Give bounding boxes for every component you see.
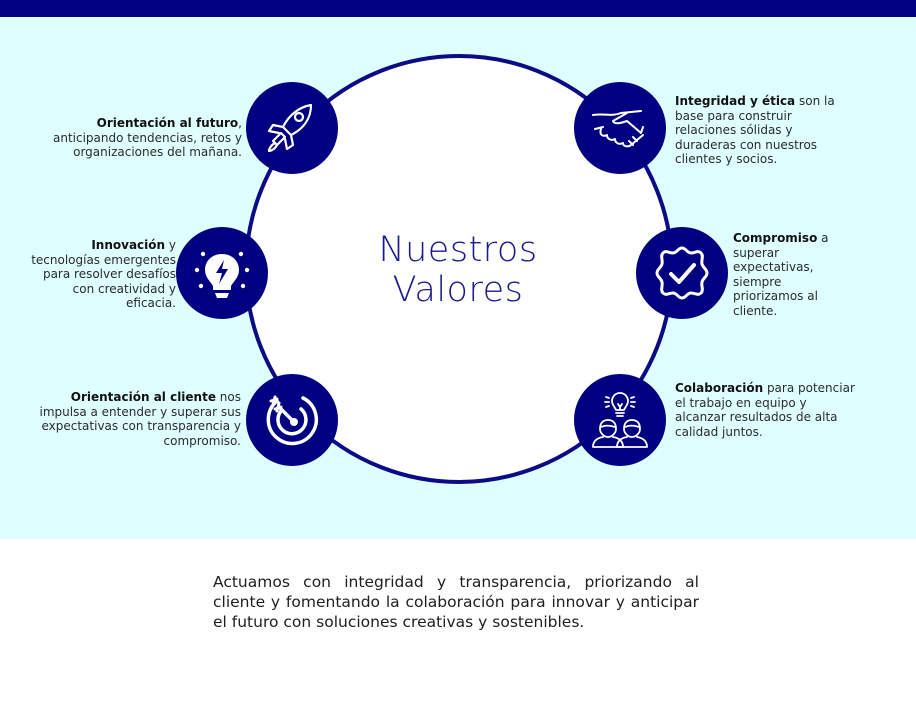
top-bar [0,0,916,17]
value-desc-future: Orientación al futuro, anticipando tende… [52,116,242,160]
badge-check-icon [655,246,709,300]
value-node-innovation [176,227,268,319]
value-desc-commitment: Compromiso a superar expectativas, siemp… [733,231,829,318]
value-desc-integrity: Integridad y ética son la base para cons… [675,94,835,167]
value-desc-collaboration: Colaboración para potenciar el trabajo e… [675,381,855,439]
value-node-future [246,82,338,174]
value-node-client [246,374,338,466]
rocket-icon [267,103,313,153]
value-node-commitment [636,227,728,319]
values-summary-text: Actuamos con integridad y transparencia,… [213,573,699,631]
value-node-integrity [574,82,666,174]
value-node-collaboration [574,374,666,466]
team-idea-icon [592,392,648,448]
value-desc-innovation: Innovación y tecnologías emergentes para… [31,238,176,311]
diagram-title: Nuestros Valores [378,230,538,310]
handshake-icon [592,110,644,148]
value-desc-client: Orientación al cliente nos impulsa a ent… [39,390,241,448]
target-arrow-icon [266,395,319,446]
lightbulb-bolt-icon [194,251,250,298]
